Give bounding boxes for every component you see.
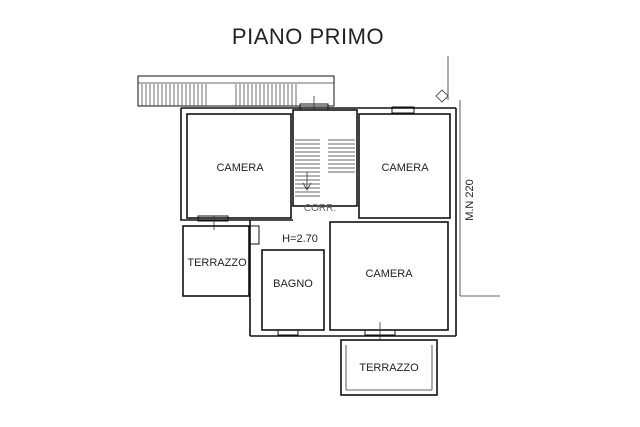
room-bagno: BAGNO <box>261 249 325 336</box>
corridor-label: CORR. <box>304 203 336 214</box>
internal-stairs <box>292 96 358 207</box>
plan-title: PIANO PRIMO <box>232 24 384 49</box>
room-label-bagno: BAGNO <box>273 278 313 290</box>
room-camera-top-right: CAMERA <box>358 106 451 219</box>
room-label-camera: CAMERA <box>365 268 413 280</box>
room-label-camera: CAMERA <box>216 162 264 174</box>
room-camera-top-left: CAMERA <box>186 113 292 230</box>
room-label-terrazzo: TERRAZZO <box>187 257 247 269</box>
side-label: M.N 220 <box>464 179 476 221</box>
terrace-left: TERRAZZO <box>182 225 260 297</box>
terrace-bottom: TERRAZZO <box>340 339 438 396</box>
property-boundary: M.N 220 <box>435 56 500 297</box>
building-outline <box>180 107 457 337</box>
room-camera-bottom: CAMERA <box>329 221 449 340</box>
room-label-camera: CAMERA <box>381 162 429 174</box>
external-stairs <box>137 75 335 107</box>
height-label: H=2.70 <box>282 233 318 245</box>
room-label-terrazzo: TERRAZZO <box>359 362 419 374</box>
